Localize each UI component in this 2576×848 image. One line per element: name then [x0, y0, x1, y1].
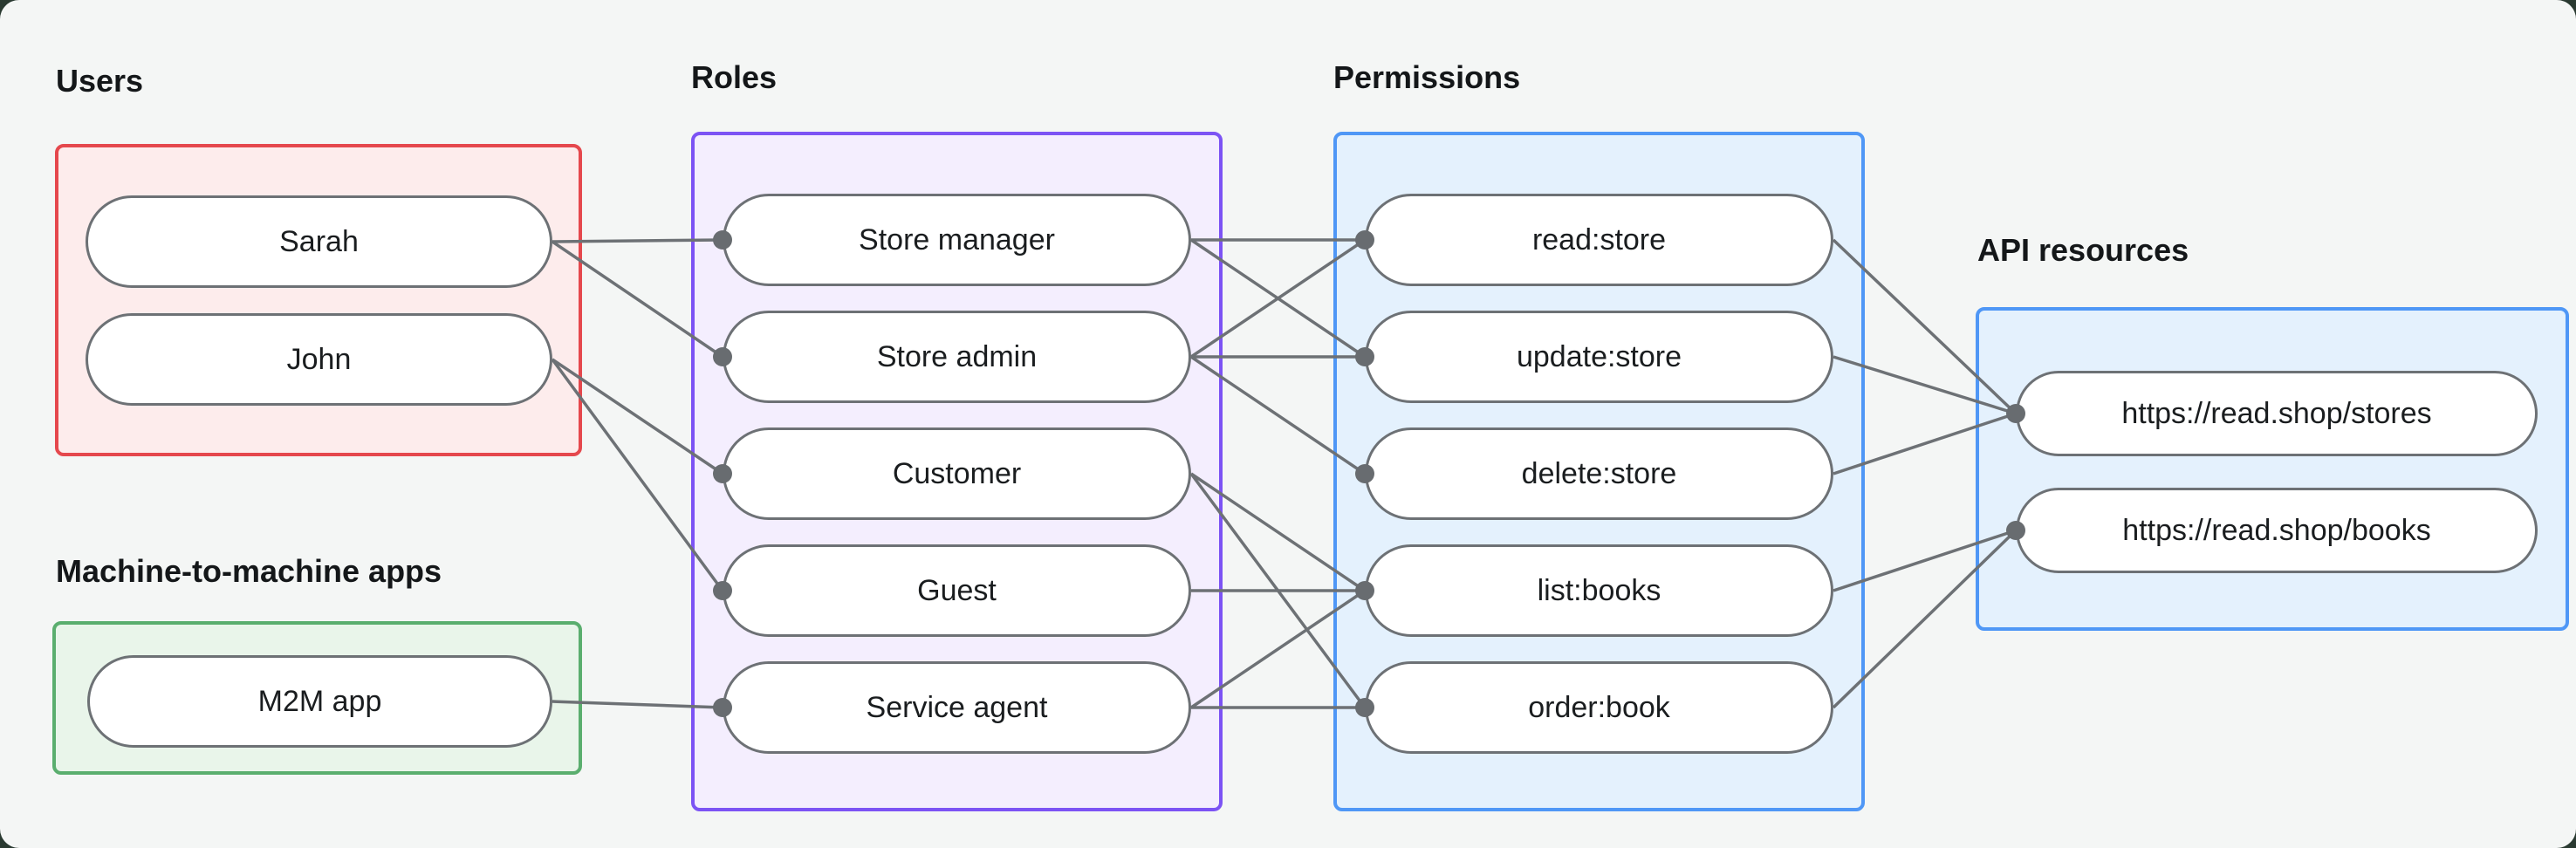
node-books: https://read.shop/books — [2016, 488, 2538, 573]
node-sarah: Sarah — [86, 195, 552, 288]
permissions-group-label: Permissions — [1333, 59, 1521, 95]
users-group-label: Users — [56, 63, 144, 99]
m2m-apps-group-label: Machine-to-machine apps — [56, 553, 442, 589]
node-order-book: order:book — [1365, 661, 1833, 754]
node-list-books: list:books — [1365, 544, 1833, 637]
node-stores: https://read.shop/stores — [2016, 371, 2538, 456]
node-store-manager: Store manager — [723, 194, 1191, 286]
node-m2m: M2M app — [87, 655, 552, 748]
api-resources-group-label: API resources — [1977, 232, 2189, 268]
node-customer: Customer — [723, 427, 1191, 520]
node-service-agent: Service agent — [723, 661, 1191, 754]
node-john: John — [86, 313, 552, 406]
node-store-admin: Store admin — [723, 311, 1191, 403]
node-update-store: update:store — [1365, 311, 1833, 403]
roles-group-label: Roles — [691, 59, 778, 95]
node-guest: Guest — [723, 544, 1191, 637]
api-resources-group-box — [1976, 307, 2569, 631]
node-delete-store: delete:store — [1365, 427, 1833, 520]
node-read-store: read:store — [1365, 194, 1833, 286]
users-group-box — [55, 144, 582, 456]
